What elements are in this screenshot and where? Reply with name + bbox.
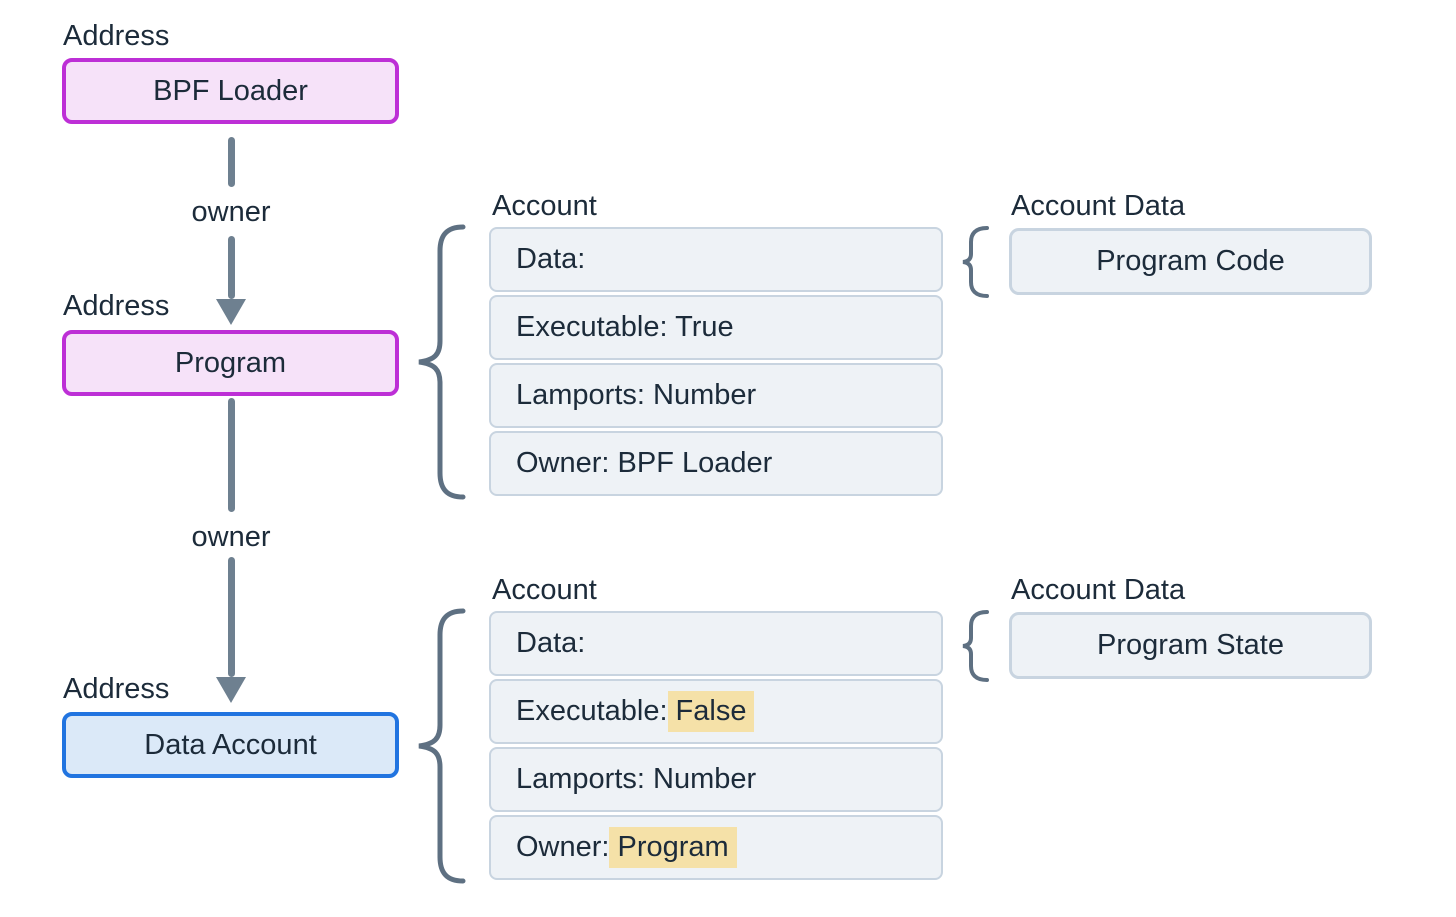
program-account-brace-icon: [418, 224, 466, 500]
program-code-label: Program Code: [1096, 245, 1285, 277]
account-data-brace-icon-1: [962, 226, 989, 298]
field-text: Data:: [516, 627, 586, 659]
field-text: Owner: BPF Loader: [516, 447, 773, 479]
account-field-row: Owner:Program: [489, 815, 943, 880]
owner-arrow-2-arrowhead-icon: [216, 677, 246, 703]
field-highlight: Program: [609, 827, 737, 868]
field-text: Executable: True: [516, 311, 734, 343]
field-text: Lamports: Number: [516, 379, 757, 411]
field-highlight: False: [667, 691, 755, 732]
address-caption-data-account: Address: [63, 673, 170, 705]
account-field-list-1: Data: Executable: True Lamports: Number …: [489, 227, 943, 496]
owner-edge-1-label: owner: [191, 196, 271, 228]
account-field-row: Data:: [489, 227, 943, 292]
owner-arrow-1-arrowhead-icon: [216, 299, 246, 325]
account-header-2: Account: [492, 574, 597, 606]
account-header-1: Account: [492, 190, 597, 222]
owner-arrow-1-segment-bottom: [228, 236, 235, 299]
address-caption-bpf-loader: Address: [63, 20, 170, 52]
account-field-row: Data:: [489, 611, 943, 676]
program-code-box: Program Code: [1009, 228, 1372, 295]
program-node-label: Program: [174, 346, 287, 379]
account-data-header-1: Account Data: [1011, 190, 1186, 222]
owner-edge-2-label: owner: [191, 521, 271, 553]
bpf-loader-node: BPF Loader: [62, 58, 399, 124]
account-data-header-2: Account Data: [1011, 574, 1186, 606]
account-field-row: Lamports: Number: [489, 747, 943, 812]
account-field-row: Lamports: Number: [489, 363, 943, 428]
data-account-brace-icon: [418, 608, 466, 884]
account-field-row: Executable: True: [489, 295, 943, 360]
account-field-row: Owner: BPF Loader: [489, 431, 943, 496]
program-state-label: Program State: [1097, 629, 1284, 661]
account-data-brace-icon-2: [962, 610, 989, 682]
program-state-box: Program State: [1009, 612, 1372, 679]
address-caption-program: Address: [63, 290, 170, 322]
bpf-loader-node-label: BPF Loader: [153, 74, 308, 107]
field-text: Lamports: Number: [516, 763, 757, 795]
field-text: Executable:: [516, 695, 668, 727]
data-account-node: Data Account: [62, 712, 399, 778]
program-node: Program: [62, 330, 399, 396]
account-field-row: Executable:False: [489, 679, 943, 744]
data-account-node-label: Data Account: [144, 728, 317, 761]
owner-arrow-2-segment-top: [228, 398, 235, 512]
owner-arrow-2-segment-bottom: [228, 557, 235, 677]
owner-arrow-1-segment-top: [228, 137, 235, 187]
field-text: Data:: [516, 243, 586, 275]
field-text: Owner:: [516, 831, 610, 863]
account-field-list-2: Data: Executable:False Lamports: Number …: [489, 611, 943, 880]
